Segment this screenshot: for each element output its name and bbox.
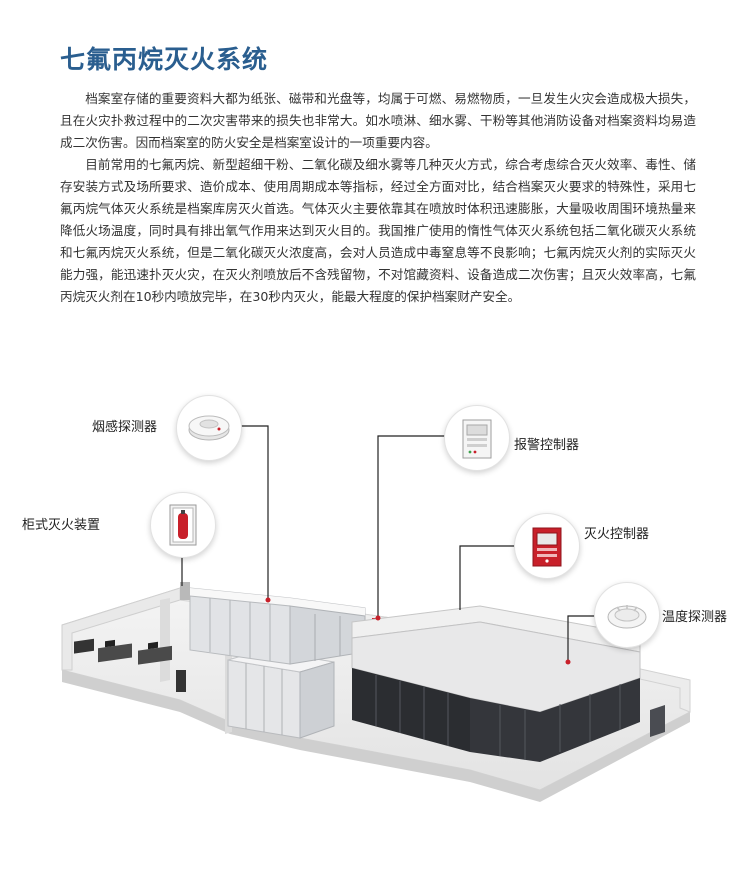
archive-room-illustration: 烟感探测器 柜式灭火装置 报警控制器 灭火控制器 xyxy=(0,360,750,879)
fire-controller-line xyxy=(459,545,516,610)
right-side-cabinet xyxy=(650,705,665,737)
cabinet-extinguisher-icon xyxy=(169,504,197,546)
paragraph-1: 档案室存储的重要资料大都为纸张、磁带和光盘等，均属于可燃、易燃物质，一旦发生火灾… xyxy=(60,91,696,150)
temperature-detector-label: 温度探测器 xyxy=(662,610,728,625)
alarm-controller-callout xyxy=(444,405,510,471)
paragraph-2: 目前常用的七氟丙烷、新型超细干粉、二氧化碳及细水雾等几种灭火方式，综合考虑综合灭… xyxy=(60,157,696,304)
cabinet-extinguisher-unit xyxy=(180,582,190,600)
alarm-controller-point xyxy=(375,615,381,621)
smoke-detector-point xyxy=(265,597,271,603)
office-area xyxy=(74,638,186,692)
partition-wall xyxy=(160,598,170,682)
smoke-detector-label: 烟感探测器 xyxy=(92,420,158,435)
temperature-detector-line xyxy=(567,615,600,662)
fire-controller-callout xyxy=(514,513,580,579)
cabinet-extinguisher-label: 柜式灭火装置 xyxy=(22,518,101,533)
alarm-controller-label: 报警控制器 xyxy=(514,438,580,453)
alarm-controller-line xyxy=(377,435,452,618)
smoke-detector-line xyxy=(240,425,269,600)
fire-controller-icon xyxy=(532,527,562,567)
page-title: 七氟丙烷灭火系统 xyxy=(60,45,269,74)
alarm-controller-icon xyxy=(462,419,492,459)
light-shelving-large xyxy=(189,587,366,665)
archive-room-drawing xyxy=(61,425,691,802)
temperature-detector-icon xyxy=(607,605,647,629)
smoke-detector-icon xyxy=(188,415,230,441)
temperature-detector-callout xyxy=(594,582,660,648)
temperature-detector-point xyxy=(565,659,571,665)
cabinet-extinguisher-callout xyxy=(150,492,216,558)
smoke-detector-callout xyxy=(176,395,242,461)
fire-controller-label: 灭火控制器 xyxy=(584,527,650,542)
body-text: 档案室存储的重要资料大都为纸张、磁带和光盘等，均属于可燃、易燃物质，一旦发生火灾… xyxy=(60,88,696,308)
